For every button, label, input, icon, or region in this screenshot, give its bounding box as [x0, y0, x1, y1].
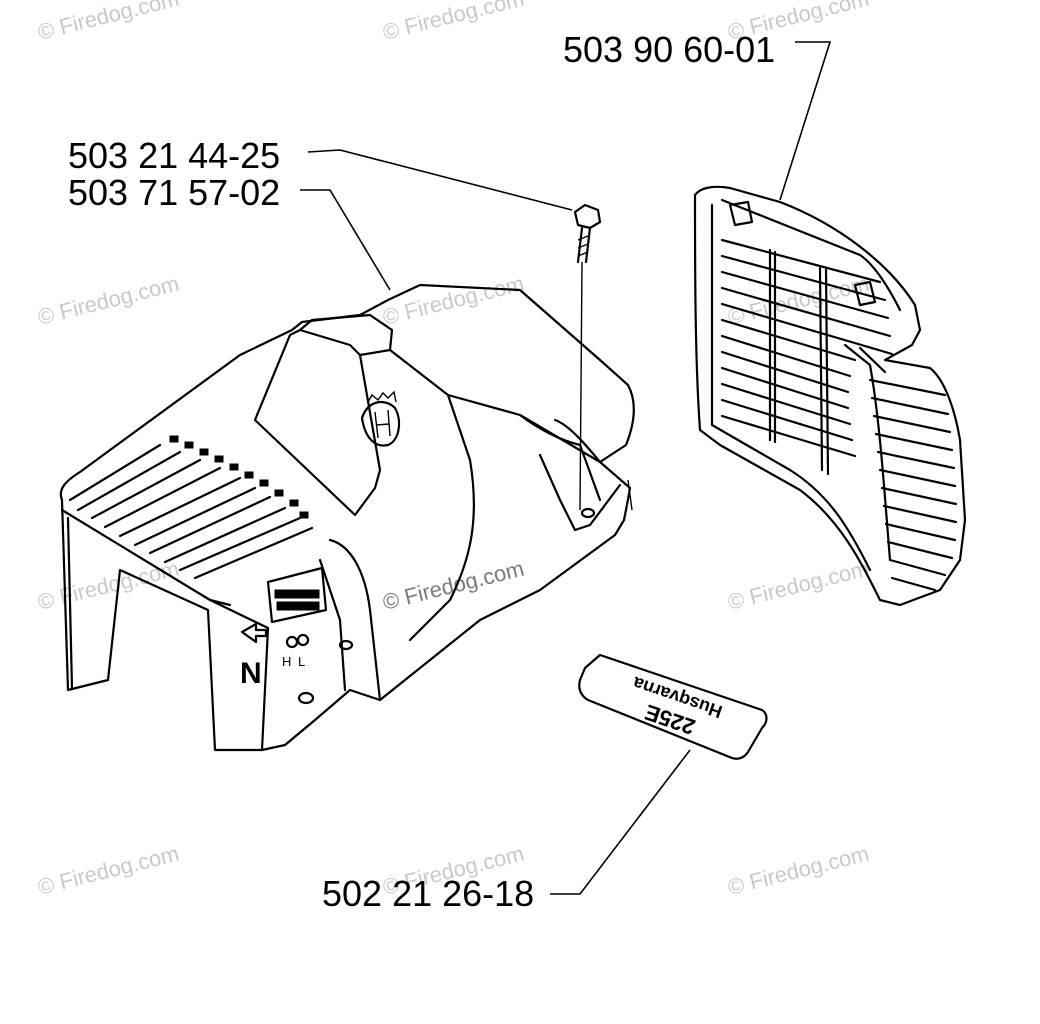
part-number-decal: 502 21 26-18: [322, 873, 534, 914]
watermark: © Firedog.com: [380, 0, 526, 45]
decal-drawing: 225E Husqvarna: [578, 653, 768, 760]
part-number-cover: 503 71 57-02: [68, 172, 280, 213]
cover-vent-slots: [68, 435, 314, 580]
watermark: © Firedog.com: [380, 556, 526, 615]
watermark: © Firedog.com: [725, 841, 871, 900]
watermark: © Firedog.com: [35, 0, 181, 45]
grille-louvers: [720, 238, 958, 592]
adjust-h-mark: H: [282, 654, 291, 669]
adjust-l-mark: L: [298, 654, 305, 669]
leader-screw: [307, 149, 573, 211]
watermark: © Firedog.com: [35, 841, 181, 900]
watermark: © Firedog.com: [725, 556, 871, 615]
watermark: © Firedog.com: [35, 556, 181, 615]
part-number-grille: 503 90 60-01: [563, 29, 775, 70]
cylinder-cover-drawing: H L N: [59, 283, 635, 752]
leader-lines: [300, 41, 832, 895]
watermark: © Firedog.com: [35, 271, 181, 330]
screw-drawing: [573, 203, 602, 511]
choke-letter-mark: N: [240, 657, 262, 690]
leader-cover: [300, 189, 391, 291]
leader-decal: [550, 749, 691, 895]
leader-grille: [779, 41, 832, 201]
part-number-screw: 503 21 44-25: [68, 135, 280, 176]
watermark: © Firedog.com: [380, 271, 526, 330]
air-grille-drawing: [693, 185, 967, 607]
